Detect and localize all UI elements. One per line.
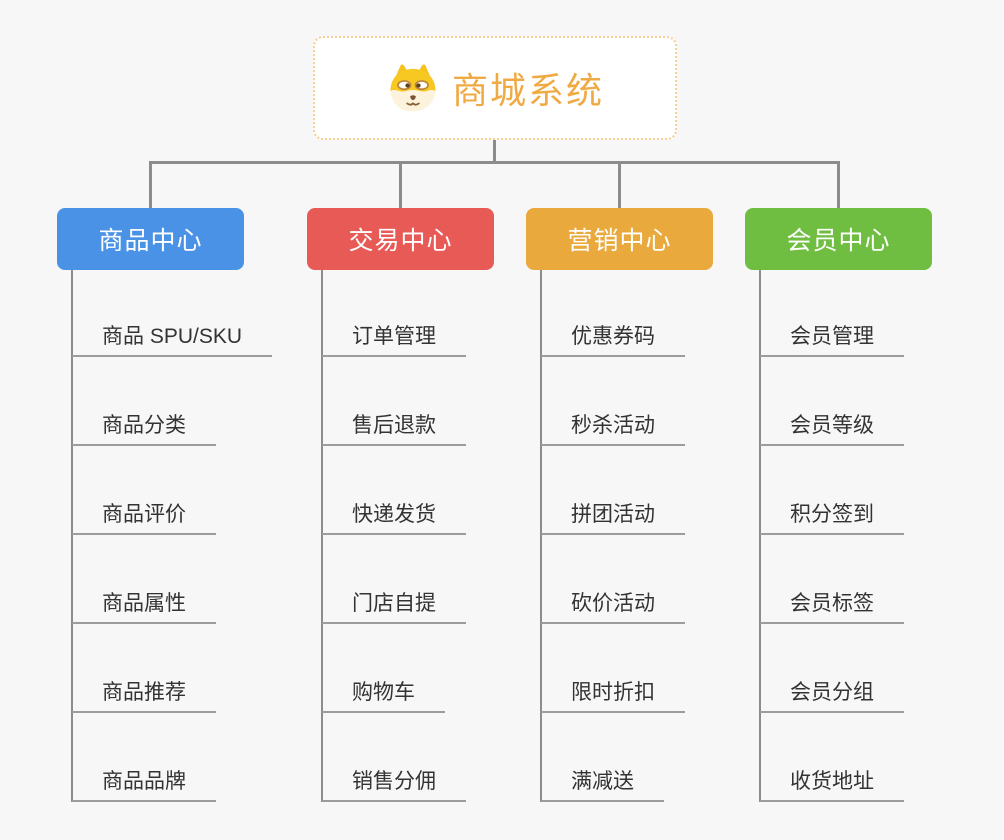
- leaf-node[interactable]: 积分签到: [760, 498, 904, 535]
- root-title: 商城系统: [451, 70, 604, 111]
- branch-marketing-center[interactable]: 营销中心: [526, 208, 713, 270]
- leaf-node[interactable]: 拼团活动: [541, 498, 685, 535]
- branch-product-center[interactable]: 商品中心: [57, 208, 244, 270]
- branch-drop-line: [618, 163, 621, 208]
- root-node-mall-system[interactable]: 商城系统: [313, 36, 677, 140]
- leaf-node[interactable]: 门店自提: [322, 587, 466, 624]
- branch-rail-line: [149, 161, 840, 164]
- leaf-node[interactable]: 购物车: [322, 676, 445, 713]
- leaf-trunk-line: [321, 270, 323, 802]
- leaf-node[interactable]: 商品属性: [72, 587, 216, 624]
- leaf-node[interactable]: 订单管理: [322, 320, 466, 357]
- leaf-node[interactable]: 商品推荐: [72, 676, 216, 713]
- leaf-node[interactable]: 会员标签: [760, 587, 904, 624]
- leaf-node[interactable]: 商品品牌: [72, 765, 216, 802]
- leaf-node[interactable]: 会员管理: [760, 320, 904, 357]
- leaf-node[interactable]: 商品评价: [72, 498, 216, 535]
- leaf-node[interactable]: 快递发货: [322, 498, 466, 535]
- leaf-node[interactable]: 满减送: [541, 765, 664, 802]
- leaf-node[interactable]: 会员等级: [760, 409, 904, 446]
- leaf-node[interactable]: 商品 SPU/SKU: [72, 320, 273, 357]
- branch-member-center[interactable]: 会员中心: [745, 208, 932, 270]
- branch-trade-center[interactable]: 交易中心: [307, 208, 494, 270]
- leaf-node[interactable]: 秒杀活动: [541, 409, 685, 446]
- leaf-node[interactable]: 会员分组: [760, 676, 904, 713]
- leaf-node[interactable]: 优惠券码: [541, 320, 685, 357]
- branch-drop-line: [837, 163, 840, 208]
- branch-drop-line: [399, 163, 402, 208]
- branch-drop-line: [149, 163, 152, 208]
- leaf-node[interactable]: 销售分佣: [322, 765, 466, 802]
- leaf-trunk-line: [71, 270, 73, 802]
- leaf-node[interactable]: 收货地址: [760, 765, 904, 802]
- shiba-dog-icon: [390, 64, 436, 112]
- root-stem-line: [493, 139, 496, 164]
- leaf-node[interactable]: 砍价活动: [541, 587, 685, 624]
- leaf-node[interactable]: 限时折扣: [541, 676, 685, 713]
- leaf-node[interactable]: 商品分类: [72, 409, 216, 446]
- leaf-trunk-line: [759, 270, 761, 802]
- leaf-node[interactable]: 售后退款: [322, 409, 466, 446]
- leaf-trunk-line: [540, 270, 542, 802]
